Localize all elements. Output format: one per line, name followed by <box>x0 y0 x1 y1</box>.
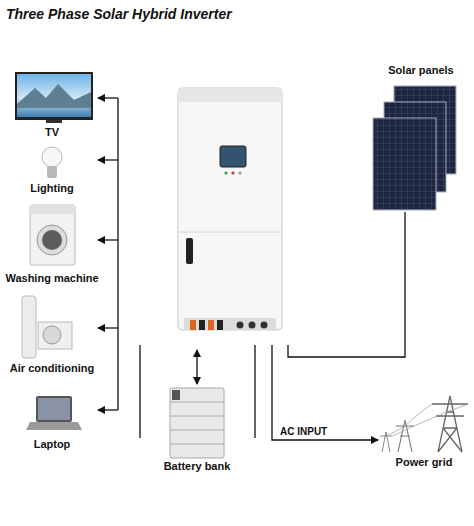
load-wire <box>98 239 118 240</box>
load-wire <box>98 409 118 410</box>
ac-outdoor-unit <box>38 322 72 349</box>
washer-door <box>37 225 67 255</box>
device-label: Solar panels <box>376 64 466 77</box>
load-wire <box>98 97 118 98</box>
inverter-led <box>238 171 241 174</box>
power-line <box>386 404 468 436</box>
tv-mountains <box>17 84 91 108</box>
device-label-box: Lighting <box>7 182 97 195</box>
tv-screen <box>17 74 91 117</box>
laptop-base <box>26 422 82 430</box>
device-label-box: Laptop <box>7 438 97 451</box>
grid-wire <box>272 345 378 440</box>
pylon <box>432 396 468 452</box>
solar-wire <box>288 212 405 357</box>
battery-module-line <box>170 402 224 403</box>
pylon-small <box>380 432 392 452</box>
pylon-small <box>396 420 414 452</box>
device-label-box: Air conditioning <box>2 362 102 375</box>
inverter-terminal <box>199 320 205 330</box>
inverter-screen <box>220 146 246 167</box>
inverter-switch <box>186 238 193 264</box>
device-label: Power grid <box>379 456 469 469</box>
inverter-terminal <box>217 320 223 330</box>
device-label: TV <box>7 126 97 139</box>
device-label: Air conditioning <box>2 362 102 375</box>
solar-panel <box>373 118 436 210</box>
inverter-led <box>224 171 227 174</box>
inverter-gland <box>261 322 268 329</box>
wire <box>139 345 140 438</box>
load-wire <box>98 327 118 328</box>
load-wire <box>98 159 118 160</box>
battery-module-line <box>170 430 224 431</box>
diagram-title: Three Phase Solar Hybrid Inverter <box>6 6 232 22</box>
inverter-terminal-bar <box>184 318 276 330</box>
device-label-box: TV <box>7 126 97 139</box>
bulb-glass <box>42 147 62 167</box>
inverter-gland <box>249 322 256 329</box>
device-label-box: Solar panels <box>376 64 466 77</box>
device-label: Laptop <box>7 438 97 451</box>
ac-tower <box>22 296 36 358</box>
battery-cabinet <box>170 388 224 458</box>
battery-wire <box>196 350 197 384</box>
inverter-terminal <box>190 320 196 330</box>
laptop-display <box>38 398 70 420</box>
device-label-box: Washing machine <box>2 272 102 285</box>
ac-fan <box>43 326 61 344</box>
wire <box>254 345 255 438</box>
device-label-box: Power grid <box>379 456 469 469</box>
inverter-led <box>231 171 234 174</box>
tv-frame <box>15 72 93 120</box>
device-label: Battery bank <box>152 460 242 473</box>
inverter-body <box>178 88 282 330</box>
device-label: Lighting <box>7 182 97 195</box>
battery-module-line <box>170 416 224 417</box>
washer-panel <box>30 205 75 214</box>
inverter-gland <box>237 322 244 329</box>
washer-drum <box>42 230 62 250</box>
battery-module-line <box>170 444 224 445</box>
inverter-terminal <box>208 320 214 330</box>
tv-stand <box>46 120 62 123</box>
inverter-seam <box>178 232 282 233</box>
washer-body <box>30 205 75 265</box>
device-label-box: Battery bank <box>152 460 242 473</box>
load-bus <box>117 98 118 410</box>
battery-terminal <box>172 390 180 400</box>
inverter-top <box>178 88 282 102</box>
laptop-screen <box>36 396 72 422</box>
wire-label: AC INPUT <box>280 426 327 437</box>
device-label: Washing machine <box>2 272 102 285</box>
bulb-base <box>47 166 57 178</box>
